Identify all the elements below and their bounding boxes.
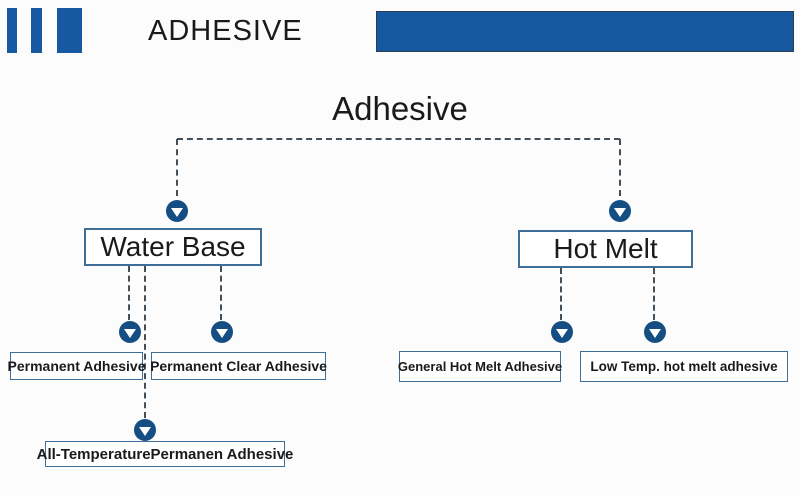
connector-water-base-to-permanent xyxy=(128,266,130,320)
node-permanent-clear-adhesive: Permanent Clear Adhesive xyxy=(150,352,327,380)
connector-root-to-hot-melt xyxy=(619,139,621,196)
triangle-down-icon xyxy=(216,329,228,338)
arrow-down-icon xyxy=(166,200,188,222)
connector-root-horizontal xyxy=(177,138,620,140)
node-all-temperature-permanent-adhesive: All-TemperaturePermanen Adhesive xyxy=(37,441,293,467)
node-hot-melt: Hot Melt xyxy=(518,230,693,268)
node-water-base: Water Base xyxy=(84,228,262,266)
node-general-hot-melt-adhesive: General Hot Melt Adhesive xyxy=(398,351,562,382)
triangle-down-icon xyxy=(649,329,661,338)
logo-bar-3 xyxy=(57,8,82,53)
connector-water-base-to-permanent-clear xyxy=(220,266,222,320)
node-low-temp-hot-melt-adhesive: Low Temp. hot melt adhesive xyxy=(580,351,788,382)
connector-hot-melt-to-general xyxy=(560,268,562,320)
triangle-down-icon xyxy=(124,329,136,338)
triangle-down-icon xyxy=(614,208,626,217)
connector-root-to-water-base xyxy=(176,139,178,196)
triangle-down-icon xyxy=(556,329,568,338)
connector-water-base-to-all-temperature xyxy=(144,266,146,418)
arrow-down-icon xyxy=(134,419,156,441)
triangle-down-icon xyxy=(139,427,151,436)
logo-bar-1 xyxy=(7,8,17,53)
header-accent-bar xyxy=(376,11,794,52)
node-permanent-adhesive: Permanent Adhesive xyxy=(8,352,146,380)
connector-hot-melt-to-low-temp xyxy=(653,268,655,320)
triangle-down-icon xyxy=(171,208,183,217)
header-title: ADHESIVE xyxy=(148,15,303,47)
diagram-root-label: Adhesive xyxy=(332,90,468,127)
arrow-down-icon xyxy=(119,321,141,343)
arrow-down-icon xyxy=(644,321,666,343)
arrow-down-icon xyxy=(551,321,573,343)
logo-bar-2 xyxy=(31,8,42,53)
arrow-down-icon xyxy=(211,321,233,343)
arrow-down-icon xyxy=(609,200,631,222)
